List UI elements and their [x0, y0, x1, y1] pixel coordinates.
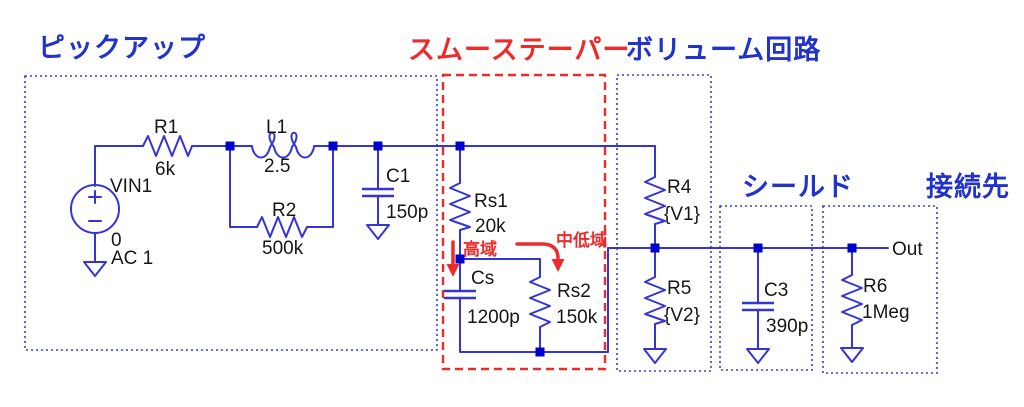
r6-value-label: 1Meg: [862, 302, 910, 323]
vin1-ac-label: AC 1: [111, 248, 153, 269]
high-band-annotation: 高域: [463, 239, 497, 259]
destination-section-title: 接続先: [926, 172, 1010, 202]
r5-name-label: R5: [667, 278, 691, 299]
out-node-label: Out: [892, 239, 923, 260]
volume-section-title: ボリューム回路: [626, 34, 821, 65]
shield-section-box: [719, 205, 813, 371]
inductor-l1: [251, 131, 315, 159]
junction-dot: [753, 243, 763, 253]
mid-low-band-arrowhead-icon: [551, 259, 565, 272]
r5-value-label: {V2}: [664, 305, 700, 326]
junction-dot: [455, 254, 465, 264]
mid-low-band-curved-arrow-icon: [515, 242, 560, 263]
capacitor-c1: [362, 187, 394, 198]
capacitor-c3: [742, 301, 774, 312]
rs1-name-label: Rs1: [474, 191, 508, 212]
rs2-value-label: 150k: [556, 307, 598, 328]
rs1-value-label: 20k: [475, 216, 506, 237]
pickup-section-box: [24, 75, 438, 351]
vin1-value-label: 0: [111, 230, 122, 251]
junction-dot: [847, 243, 857, 253]
wire-junction-to-rs2: [459, 258, 541, 278]
resistor-r6: [841, 274, 863, 326]
pickup-section-title: ピックアップ: [38, 33, 206, 63]
rs2-name-label: Rs2: [557, 281, 591, 302]
capacitor-cs: [444, 289, 476, 300]
r2-value-label: 500k: [262, 238, 304, 259]
junction-dot: [650, 243, 660, 253]
ground-symbol-r5: [643, 348, 667, 364]
source-circle: [70, 184, 120, 234]
resistor-r5: [644, 276, 666, 325]
junction-dot: [535, 347, 545, 357]
volume-section-box: [616, 74, 712, 372]
plus-sign-icon: [88, 190, 102, 204]
destination-section-box: [822, 205, 938, 374]
r6-name-label: R6: [863, 276, 887, 297]
wire-source-to-r1: [94, 145, 144, 187]
r1-value-label: 6k: [155, 159, 176, 180]
cs-name-label: Cs: [471, 268, 494, 289]
resistor-rs2: [529, 276, 551, 328]
ground-symbol-c1: [366, 224, 390, 240]
r4-value-label: {V1}: [664, 204, 700, 225]
ground-symbol-vin1: [83, 261, 107, 277]
ground-symbol-r6: [840, 347, 864, 363]
c1-name-label: C1: [386, 166, 410, 187]
r1-name-label: R1: [154, 117, 178, 138]
mid-low-band-annotation: 中低域: [556, 230, 607, 250]
voltage-source-vin1: [70, 184, 120, 234]
high-band-arrowhead-icon: [446, 264, 460, 277]
junction-dot: [373, 141, 383, 151]
shield-section-title: シールド: [742, 172, 854, 202]
l1-name-label: L1: [266, 117, 287, 138]
wire-r2-left-leg: [229, 145, 258, 228]
r4-name-label: R4: [667, 177, 692, 198]
wire-cs-and-bottom-rail: [459, 247, 609, 353]
junction-dots: [225, 141, 857, 357]
cs-value-label: 1200p: [467, 307, 520, 328]
smooth-taper-section-title: スムーステーパー: [408, 35, 630, 65]
junction-dot: [455, 141, 465, 151]
signal-flow-arrows: [446, 240, 565, 277]
wire-r2-right-leg: [306, 145, 334, 228]
smooth-taper-section-box: [441, 73, 607, 371]
l1-value-label: 2.5: [264, 156, 290, 177]
resistor-r4: [644, 176, 666, 225]
resistor-rs1: [449, 182, 471, 231]
junction-dot: [225, 141, 235, 151]
c1-value-label: 150p: [386, 202, 428, 223]
vin1-name-label: VIN1: [110, 176, 152, 197]
c3-name-label: C3: [764, 280, 788, 301]
r2-name-label: R2: [272, 200, 296, 221]
resistor-r2: [256, 216, 308, 238]
wires: [94, 145, 889, 353]
junction-dot: [328, 141, 338, 151]
resistor-r1: [142, 135, 193, 157]
c3-value-label: 390p: [766, 316, 808, 337]
ground-symbol-c3: [746, 348, 770, 364]
